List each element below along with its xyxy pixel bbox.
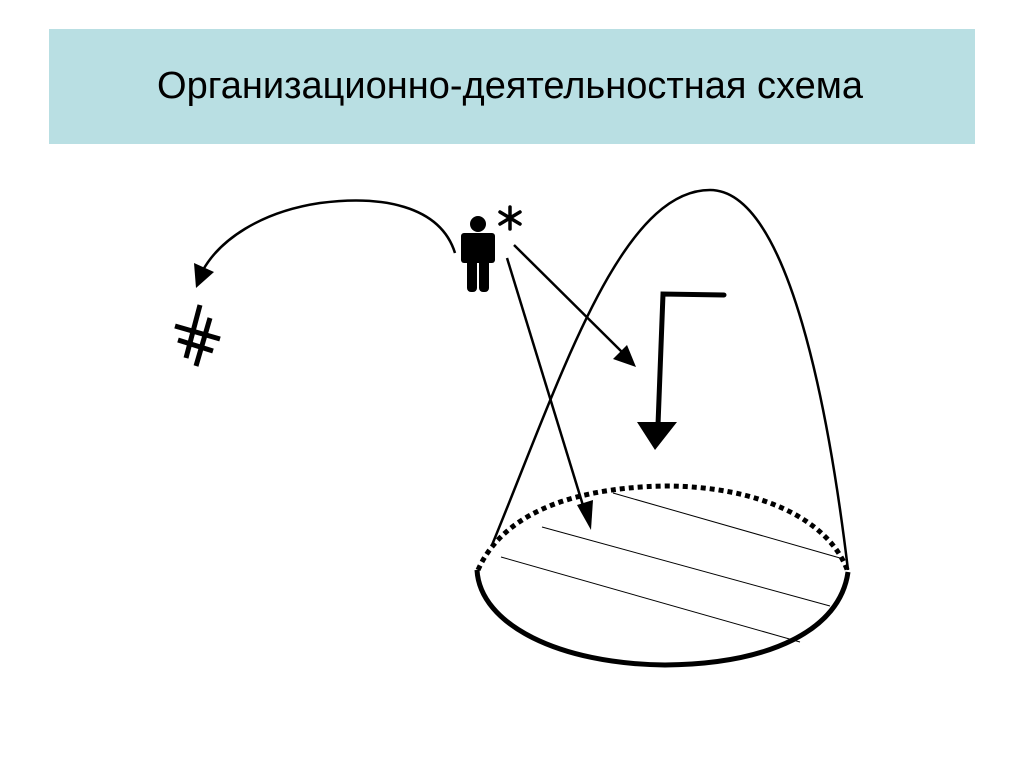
curved-arrow-to-hash-icon <box>194 199 457 288</box>
base-hatching-icon <box>500 492 841 643</box>
cone-base-back-dotted-icon <box>475 483 851 573</box>
title-banner: Организационно-деятельностная схема <box>49 29 975 144</box>
page-title: Организационно-деятельностная схема <box>157 65 863 107</box>
cone-outline-icon <box>490 188 850 571</box>
asterisk-icon <box>498 205 522 231</box>
step-arrow-icon <box>637 291 727 450</box>
arrow-to-cone-base-icon <box>505 257 593 530</box>
hash-icon <box>174 304 221 367</box>
cone-base-front-solid-icon <box>474 569 851 668</box>
person-icon <box>461 216 495 292</box>
arrow-to-cone-interior-icon <box>513 244 636 367</box>
